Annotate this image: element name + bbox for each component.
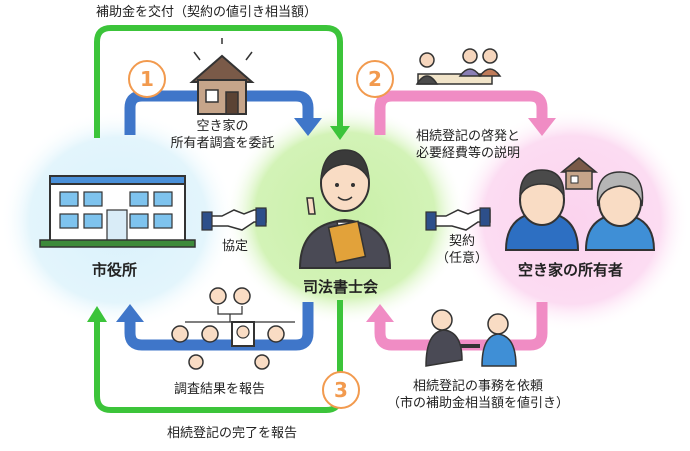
owner-couple-icon: [504, 169, 656, 251]
blue-arrowhead-bottom: [116, 304, 144, 322]
request-line-1: 相続登記の事務を依頼: [412, 379, 543, 394]
top-green-label: 補助金を交付（契約の値引き相当額）: [96, 5, 318, 20]
scrivener-label: 司法書士会: [303, 278, 379, 296]
contract-line-2: （任意）: [435, 251, 488, 266]
pink-arrowhead-top: [528, 118, 556, 136]
step-1-line-1: 空き家の: [196, 119, 249, 134]
step-1-text: 空き家の 所有者調査を委託: [160, 118, 285, 152]
step-1-badge: 1: [128, 60, 166, 98]
blue-arrowhead-top: [294, 118, 322, 136]
bottom-green-label: 相続登記の完了を報告: [167, 426, 298, 441]
pink-arrowhead-bottom: [366, 304, 394, 322]
city-hall-label: 市役所: [92, 261, 138, 279]
contract-line-1: 契約: [448, 234, 475, 249]
owner-circle: [454, 108, 690, 332]
blue-arrow-bottom: [124, 302, 314, 351]
handshake-icon: [201, 207, 267, 231]
step-2-badge: 2: [356, 60, 394, 98]
step-2-line-1: 相続登記の啓発と: [415, 129, 520, 144]
step-2-line-2: 必要経費等の説明: [415, 146, 520, 161]
small-house-icon: [559, 157, 599, 190]
family-tree-icon: [171, 287, 295, 370]
green-arrow-top: [94, 25, 343, 138]
request-line-2: （市の補助金相当額を値引き）: [386, 396, 569, 411]
handshake-contract-icon: [425, 207, 491, 231]
scrivener-circle: [225, 105, 465, 325]
city-hall-building-icon: [39, 175, 196, 248]
handshake-people-icon: [425, 309, 517, 367]
green-arrowhead-top: [330, 126, 350, 140]
step-1-line-2: 所有者調査を委託: [170, 136, 275, 151]
judicial-scrivener-man-icon: [298, 149, 392, 269]
contract-label: 契約 （任意）: [432, 233, 492, 267]
step-2-text: 相続登記の啓発と 必要経費等の説明: [393, 128, 543, 162]
owner-label: 空き家の所有者: [518, 261, 624, 279]
green-arrowhead-bottom: [87, 306, 107, 322]
consultation-people-icon: [415, 48, 502, 85]
agreement-label: 協定: [222, 239, 249, 254]
pink-arrow-top: [374, 90, 548, 135]
step-3-badge: 3: [322, 371, 360, 409]
survey-report-label: 調査結果を報告: [174, 382, 266, 397]
request-text: 相続登記の事務を依頼 （市の補助金相当額を値引き）: [368, 378, 588, 412]
abandoned-house-icon: [189, 38, 255, 115]
